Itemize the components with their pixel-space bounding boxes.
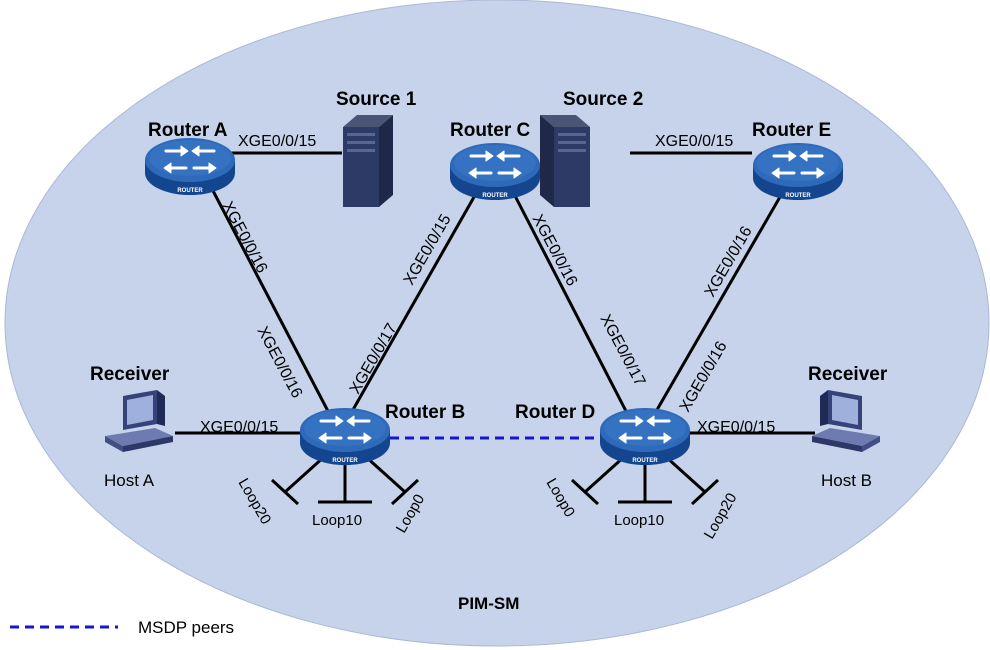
host-b-role-label: Receiver bbox=[808, 364, 888, 385]
router-c-badge: ROUTER bbox=[482, 193, 508, 199]
link-e-d bbox=[652, 189, 786, 416]
router-b-label: Router B bbox=[385, 402, 465, 423]
links bbox=[175, 151, 815, 435]
router-c[interactable]: ROUTER bbox=[448, 141, 542, 202]
loop-d-2: Loop10 bbox=[614, 512, 664, 529]
intf-b-host-a: XGE0/0/15 bbox=[200, 419, 278, 436]
domain-label: PIM-SM bbox=[458, 594, 519, 613]
pim-sm-domain bbox=[4, 0, 990, 647]
router-c-label: Router C bbox=[450, 120, 531, 141]
source-1-label: Source 1 bbox=[336, 89, 417, 110]
legend-msdp-label: MSDP peers bbox=[138, 618, 234, 637]
router-a-badge: ROUTER bbox=[177, 188, 203, 194]
router-d[interactable]: ROUTER bbox=[598, 406, 692, 467]
host-b-label: Host B bbox=[821, 471, 872, 490]
link-a-b bbox=[208, 184, 332, 416]
intf-e-source2: XGE0/0/15 bbox=[655, 133, 733, 150]
link-b-c bbox=[348, 189, 480, 416]
host-a-label: Host A bbox=[104, 471, 155, 490]
loopbacks-router-b bbox=[270, 454, 420, 506]
loopbacks-router-d bbox=[570, 454, 720, 506]
router-a[interactable]: ROUTER bbox=[143, 136, 237, 197]
router-e-label: Router E bbox=[752, 120, 831, 141]
router-d-badge: ROUTER bbox=[632, 458, 658, 464]
router-e[interactable]: ROUTER bbox=[751, 141, 845, 202]
router-d-label: Router D bbox=[515, 402, 595, 423]
link-c-d bbox=[510, 189, 630, 416]
intf-a-source1: XGE0/0/15 bbox=[238, 133, 316, 150]
router-e-badge: ROUTER bbox=[785, 193, 811, 199]
router-b[interactable]: ROUTER bbox=[298, 406, 392, 467]
router-a-label: Router A bbox=[148, 120, 228, 141]
server-icon[interactable] bbox=[343, 115, 393, 207]
loop-b-2: Loop10 bbox=[312, 512, 362, 529]
router-b-badge: ROUTER bbox=[332, 458, 358, 464]
host-a-role-label: Receiver bbox=[90, 364, 170, 385]
intf-d-host-b: XGE0/0/15 bbox=[697, 419, 775, 436]
source-2-label: Source 2 bbox=[563, 89, 643, 110]
server-icon[interactable] bbox=[540, 115, 590, 207]
